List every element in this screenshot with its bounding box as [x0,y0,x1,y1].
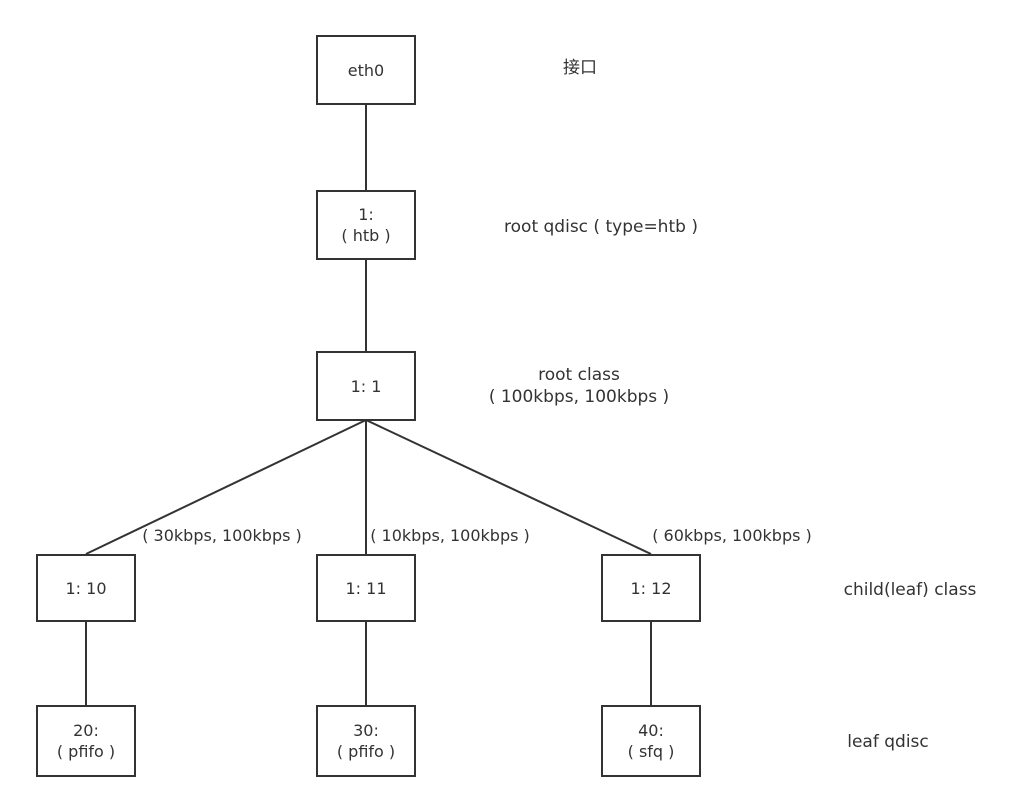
node-root-qdisc: 1: ( htb ) [316,190,416,260]
node-sublabel: ( sfq ) [627,742,675,761]
annotation-root-qdisc: root qdisc ( type=htb ) [504,217,698,237]
annotation-root-class-line1: root class [538,365,620,385]
annotation-root-class-line2: ( 100kbps, 100kbps ) [488,387,670,407]
node-sublabel: ( pfifo ) [56,742,116,761]
node-label: eth0 [347,60,385,80]
node-sublabel: ( htb ) [341,226,391,245]
annotation-interface: 接口 [563,58,597,78]
edge-label-class10-rate: ( 30kbps, 100kbps ) [142,526,302,545]
node-class-10: 1: 10 [36,554,136,622]
node-label: 20: [73,721,99,740]
node-label: 40: [638,721,664,740]
node-label: 1: 12 [630,578,672,598]
node-label: 1: [358,205,374,224]
node-eth0: eth0 [316,35,416,105]
node-qdisc-20: 20: ( pfifo ) [36,705,136,777]
node-label: 1: 11 [345,578,387,598]
node-root-class: 1: 1 [316,351,416,421]
edge-label-class11-rate: ( 10kbps, 100kbps ) [370,526,530,545]
node-class-12: 1: 12 [601,554,701,622]
annotation-root-class: root class ( 100kbps, 100kbps ) [489,364,669,408]
node-sublabel: ( pfifo ) [336,742,396,761]
annotation-child-class: child(leaf) class [843,580,977,600]
node-label: 30: [353,721,379,740]
annotation-leaf-qdisc: leaf qdisc [847,732,929,752]
node-qdisc-40: 40: ( sfq ) [601,705,701,777]
node-class-11: 1: 11 [316,554,416,622]
edge-label-class12-rate: ( 60kbps, 100kbps ) [652,526,812,545]
node-label: 1: 1 [350,376,382,396]
node-qdisc-30: 30: ( pfifo ) [316,705,416,777]
node-label: 1: 10 [65,578,107,598]
